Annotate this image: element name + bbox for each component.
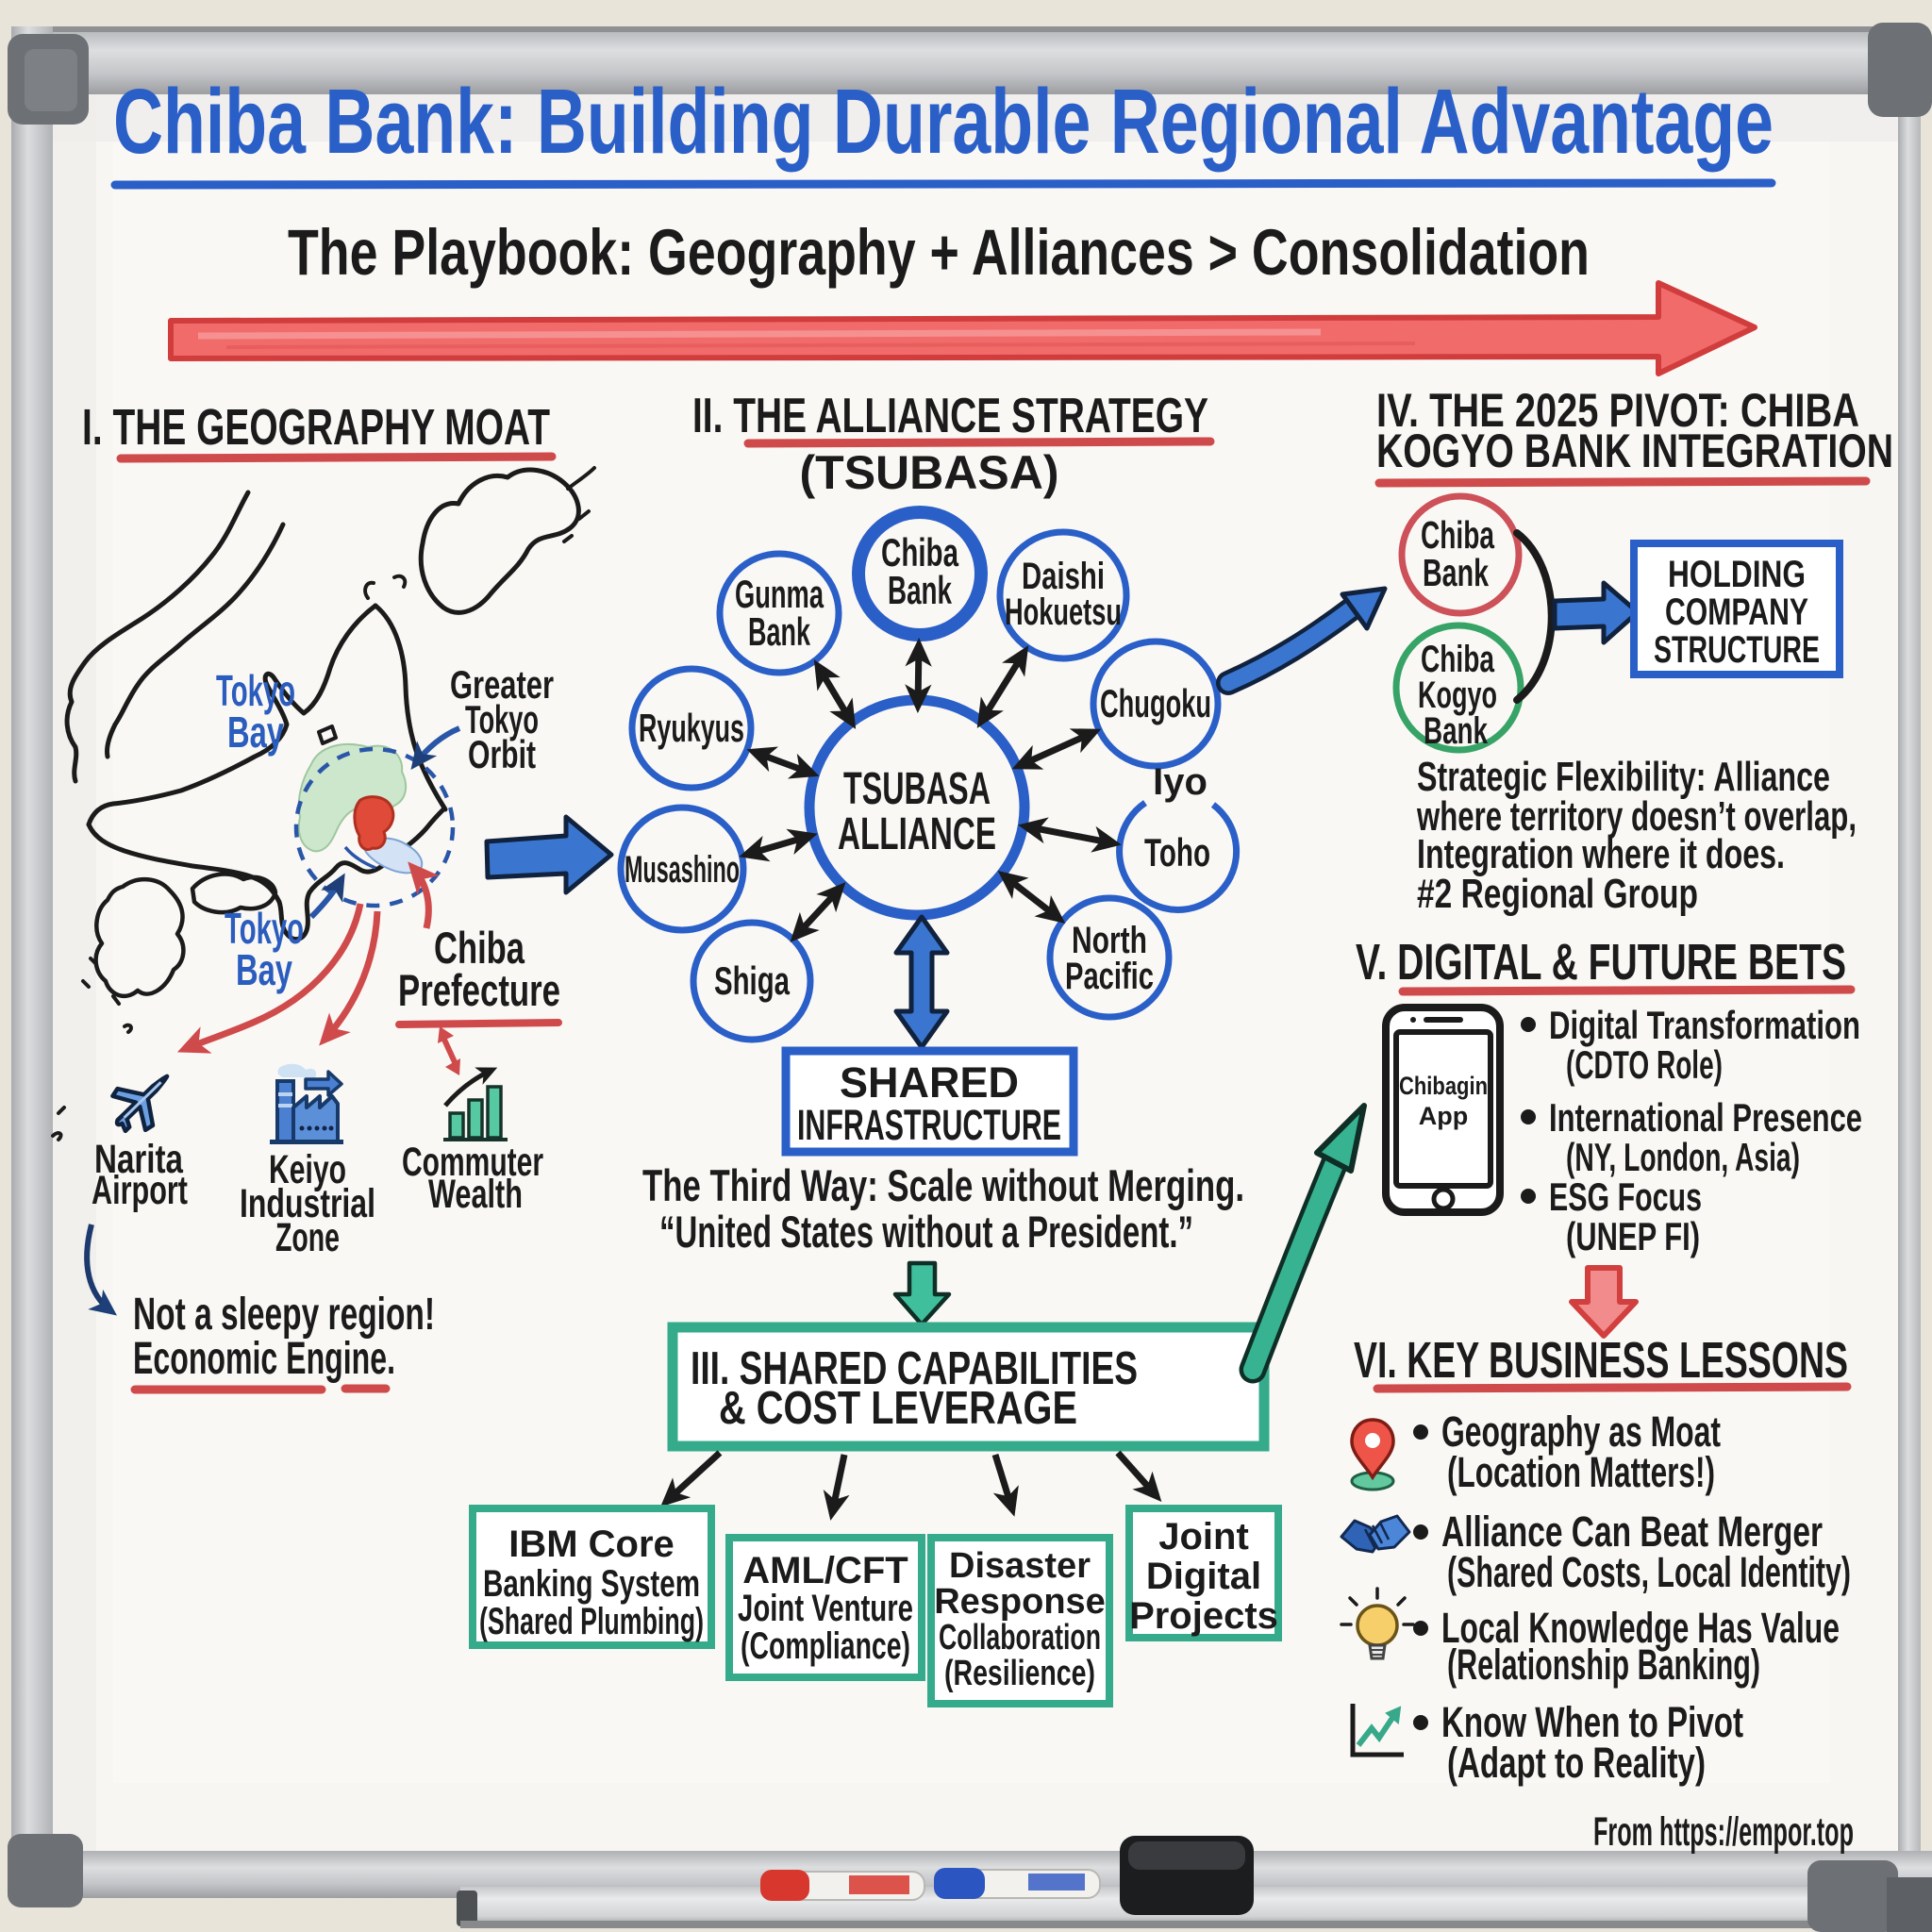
svg-text:Alliance Can Beat Merger: Alliance Can Beat Merger	[1441, 1507, 1823, 1556]
svg-text:(NY, London, Asia): (NY, London, Asia)	[1566, 1135, 1800, 1179]
svg-text:VI. KEY BUSINESS LESSONS: VI. KEY BUSINESS LESSONS	[1354, 1332, 1848, 1389]
svg-text:Gunma: Gunma	[735, 572, 824, 616]
svg-text:Pacific: Pacific	[1065, 956, 1154, 997]
svg-text:Bank: Bank	[1423, 551, 1489, 594]
svg-text:V. DIGITAL & FUTURE BETS: V. DIGITAL & FUTURE BETS	[1356, 934, 1846, 991]
svg-text:Collaboration: Collaboration	[939, 1618, 1101, 1657]
svg-text:Bank: Bank	[748, 609, 810, 654]
svg-text:Narita: Narita	[94, 1137, 184, 1182]
svg-text:(Location Matters!): (Location Matters!)	[1447, 1448, 1715, 1496]
svg-text:Industrial: Industrial	[240, 1181, 375, 1226]
svg-text:Shiga: Shiga	[714, 958, 790, 1003]
svg-text:Local Knowledge Has Value: Local Knowledge Has Value	[1441, 1604, 1840, 1652]
svg-text:(Compliance): (Compliance)	[741, 1625, 910, 1667]
svg-text:Know When to Pivot: Know When to Pivot	[1441, 1698, 1743, 1746]
svg-text:Digital Transformation: Digital Transformation	[1549, 1003, 1860, 1047]
svg-text:Digital: Digital	[1146, 1556, 1261, 1597]
svg-text:Bank: Bank	[1424, 710, 1489, 752]
svg-text:The Playbook: Geography + Alli: The Playbook: Geography + Alliances > Co…	[288, 216, 1590, 289]
svg-text:ALLIANCE: ALLIANCE	[838, 809, 996, 859]
svg-text:(Shared Plumbing): (Shared Plumbing)	[479, 1601, 704, 1642]
svg-text:Bay: Bay	[227, 708, 284, 757]
svg-text:(Relationship Banking): (Relationship Banking)	[1447, 1641, 1760, 1689]
svg-text:Joint Venture: Joint Venture	[738, 1588, 913, 1629]
svg-text:(Adapt to Reality): (Adapt to Reality)	[1447, 1739, 1706, 1787]
svg-text:Kogyo: Kogyo	[1418, 675, 1497, 716]
svg-text:From https://empor.top: From https://empor.top	[1593, 1809, 1854, 1855]
svg-text:Not a sleepy region!: Not a sleepy region!	[133, 1290, 435, 1340]
svg-text:Hokuetsu: Hokuetsu	[1005, 591, 1122, 633]
svg-text:IBM Core: IBM Core	[508, 1524, 675, 1565]
svg-text:where territory doesn’t overla: where territory doesn’t overlap,	[1416, 793, 1857, 840]
svg-text:II. THE ALLIANCE STRATEGY: II. THE ALLIANCE STRATEGY	[692, 389, 1208, 443]
svg-text:SHARED: SHARED	[840, 1058, 1019, 1107]
svg-text:Integration where it does.: Integration where it does.	[1417, 831, 1785, 877]
svg-text:“United States without a Presi: “United States without a President.”	[659, 1207, 1193, 1257]
svg-text:Chiba: Chiba	[1421, 639, 1495, 680]
svg-text:Ryukyus: Ryukyus	[639, 706, 744, 750]
svg-text:Chiba: Chiba	[1421, 513, 1495, 557]
svg-text:Joint: Joint	[1158, 1516, 1249, 1557]
svg-text:Tokyo: Tokyo	[225, 904, 304, 953]
svg-text:Geography as Moat: Geography as Moat	[1441, 1407, 1721, 1456]
svg-text:ESG Focus: ESG Focus	[1549, 1174, 1702, 1219]
svg-text:AML/CFT: AML/CFT	[742, 1550, 908, 1591]
svg-text:I. THE GEOGRAPHY MOAT: I. THE GEOGRAPHY MOAT	[82, 399, 550, 456]
svg-text:COMPANY: COMPANY	[1665, 591, 1808, 633]
svg-text:Tokyo: Tokyo	[465, 697, 539, 741]
svg-text:INFRASTRUCTURE: INFRASTRUCTURE	[797, 1101, 1061, 1149]
svg-text:Daishi: Daishi	[1022, 556, 1105, 597]
svg-text:Strategic Flexibility: Allianc: Strategic Flexibility: Alliance	[1417, 754, 1830, 800]
svg-text:(TSUBASA): (TSUBASA)	[800, 446, 1059, 499]
svg-text:Prefecture: Prefecture	[398, 965, 560, 1015]
svg-text:Economic Engine.: Economic Engine.	[133, 1334, 395, 1384]
svg-text:Response: Response	[934, 1582, 1106, 1622]
svg-text:(Resilience): (Resilience)	[944, 1654, 1095, 1693]
svg-text:#2 Regional Group: #2 Regional Group	[1417, 871, 1698, 917]
svg-text:Disaster: Disaster	[949, 1546, 1091, 1586]
svg-text:Toho: Toho	[1144, 830, 1210, 874]
svg-text:Wealth: Wealth	[428, 1172, 523, 1217]
svg-text:Commuter: Commuter	[402, 1140, 543, 1185]
svg-text:North: North	[1072, 920, 1147, 961]
svg-text:Chiba: Chiba	[434, 923, 525, 973]
svg-text:IV. THE 2025 PIVOT: CHIBA: IV. THE 2025 PIVOT: CHIBA	[1376, 384, 1859, 437]
svg-text:Iyo: Iyo	[1153, 761, 1208, 803]
svg-text:Bank: Bank	[888, 568, 952, 612]
svg-text:Chiba Bank: Building Durable R: Chiba Bank: Building Durable Regional Ad…	[113, 70, 1774, 173]
svg-text:Chugoku: Chugoku	[1100, 681, 1211, 725]
svg-text:Airport: Airport	[92, 1168, 188, 1213]
svg-text:Chibagin: Chibagin	[1399, 1072, 1488, 1100]
svg-text:International Presence: International Presence	[1549, 1095, 1862, 1140]
svg-text:(UNEP FI): (UNEP FI)	[1566, 1214, 1700, 1258]
svg-text:Tokyo: Tokyo	[216, 666, 295, 715]
svg-text:HOLDING: HOLDING	[1668, 554, 1806, 595]
svg-text:STRUCTURE: STRUCTURE	[1654, 629, 1820, 671]
svg-text:Banking System: Banking System	[483, 1563, 700, 1605]
svg-text:Keiyo: Keiyo	[269, 1147, 346, 1192]
svg-text:(Shared Costs, Local Identity): (Shared Costs, Local Identity)	[1447, 1548, 1851, 1596]
svg-text:Orbit: Orbit	[468, 732, 536, 776]
svg-text:Zone: Zone	[275, 1215, 340, 1260]
svg-text:(CDTO Role): (CDTO Role)	[1566, 1042, 1723, 1087]
svg-text:App: App	[1419, 1102, 1468, 1130]
svg-text:The Third Way: Scale without M: The Third Way: Scale without Merging.	[642, 1160, 1244, 1210]
svg-text:Projects: Projects	[1129, 1595, 1278, 1637]
svg-text:TSUBASA: TSUBASA	[843, 764, 991, 814]
svg-text:Chiba: Chiba	[881, 530, 958, 575]
svg-text:III. SHARED CAPABILITIES: III. SHARED CAPABILITIES	[691, 1343, 1138, 1394]
svg-text:& COST LEVERAGE: & COST LEVERAGE	[719, 1383, 1077, 1434]
svg-text:Bay: Bay	[236, 945, 292, 994]
svg-text:Musashino: Musashino	[625, 849, 740, 891]
svg-text:KOGYO BANK INTEGRATION: KOGYO BANK INTEGRATION	[1376, 425, 1893, 477]
svg-text:Greater: Greater	[450, 662, 554, 707]
